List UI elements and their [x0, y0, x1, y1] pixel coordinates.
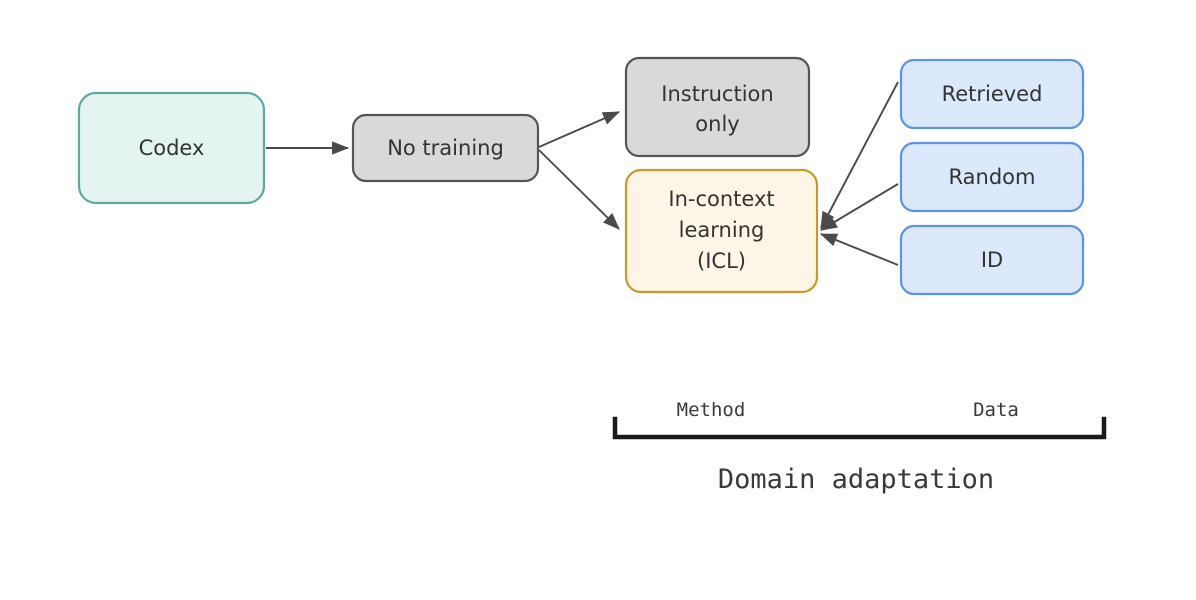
bracket-path	[612, 416, 1107, 440]
node-instruction-only-label-line-2: only	[695, 112, 739, 136]
node-no-training-shape	[351, 113, 540, 183]
edge-no-training-to-icl	[538, 149, 620, 230]
node-in-context-learning-label-line-1: In-context	[668, 187, 774, 211]
edge-retrieved-to-icl	[820, 81, 899, 230]
node-id-label: ID	[981, 248, 1003, 272]
edge-random-to-icl	[820, 183, 899, 231]
node-codex-label: Codex	[139, 136, 205, 160]
node-id[interactable]: ID	[899, 224, 1085, 296]
column-label-method: Method	[677, 399, 746, 421]
node-retrieved-shape	[899, 58, 1085, 130]
edge-id-to-icl	[819, 233, 899, 266]
column-label-data: Data	[973, 399, 1019, 421]
node-in-context-learning[interactable]: In-context learning (ICL)	[624, 168, 819, 294]
node-retrieved-label: Retrieved	[942, 82, 1043, 106]
node-random[interactable]: Random	[899, 141, 1085, 213]
node-in-context-learning-label-line-3: (ICL)	[697, 249, 746, 273]
node-random-shape	[899, 141, 1085, 213]
node-instruction-only-label-line-1: Instruction	[661, 82, 773, 106]
bracket-caption: Domain adaptation	[718, 464, 994, 495]
node-retrieved[interactable]: Retrieved	[899, 58, 1085, 130]
node-random-label: Random	[949, 165, 1036, 189]
node-codex[interactable]: Codex	[77, 91, 266, 205]
node-id-shape	[899, 224, 1085, 296]
node-instruction-only-shape	[624, 56, 811, 158]
node-in-context-learning-shape	[624, 168, 819, 294]
edge-no-training-to-instruction-only	[538, 111, 621, 148]
node-no-training-label: No training	[387, 136, 504, 160]
node-codex-shape	[77, 91, 266, 205]
node-in-context-learning-label-line-2: learning	[679, 218, 765, 242]
domain-adaptation-bracket	[612, 416, 1107, 440]
edge-group	[266, 81, 899, 266]
node-instruction-only[interactable]: Instruction only	[624, 56, 811, 158]
node-no-training[interactable]: No training	[351, 113, 540, 183]
